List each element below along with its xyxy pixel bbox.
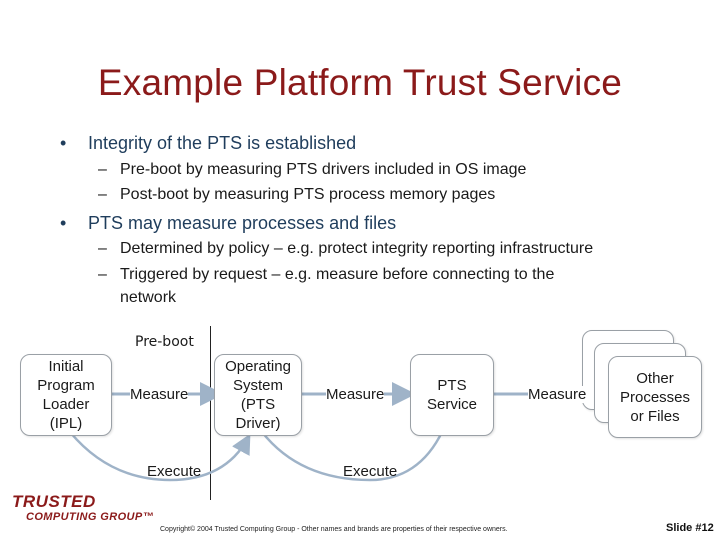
bullet-2-text: PTS may measure processes and files (88, 213, 397, 233)
execute-label-1: Execute (147, 463, 202, 480)
execute-arrow-os-pts (261, 413, 453, 482)
bullet-dot: • (60, 213, 67, 233)
measure-label-2: Measure (326, 386, 385, 403)
tcg-logo-computing-group: COMPUTING GROUP™ (26, 511, 155, 523)
sub-bullet-2-2-text: Triggered by request – e.g. measure befo… (120, 266, 555, 283)
preboot-divider (210, 326, 211, 500)
preboot-label: Pre-boot (135, 334, 194, 350)
sub-bullet-1-1-text: Pre-boot by measuring PTS drivers includ… (120, 161, 527, 178)
execute-label-2: Execute (343, 463, 398, 480)
copyright-footer: Copyright© 2004 Trusted Computing Group … (160, 526, 508, 533)
execute-arrow-ipl-os (69, 431, 251, 482)
slide-title: Example Platform Trust Service (97, 62, 623, 103)
pts-service-box: PTS Service (410, 354, 494, 436)
measure-label-3: Measure (528, 386, 587, 403)
slide-number: Slide #12 (666, 522, 714, 534)
tcg-logo-trusted: TRUSTED (12, 492, 96, 511)
sub-bullet-2-1-text: Determined by policy – e.g. protect inte… (120, 240, 594, 257)
bullet-dot: • (60, 133, 67, 153)
other-processes-box: Other Processes or Files (608, 356, 702, 438)
sub-bullet-2-2-continuation: network (120, 289, 177, 306)
sub-bullet-1-2-text: Post-boot by measuring PTS process memor… (120, 186, 496, 203)
bullet-1-text: Integrity of the PTS is established (88, 133, 357, 153)
ipl-box: Initial Program Loader (IPL) (20, 354, 112, 436)
measure-label-1: Measure (130, 386, 189, 403)
os-driver-box: Operating System (PTS Driver) (214, 354, 302, 436)
